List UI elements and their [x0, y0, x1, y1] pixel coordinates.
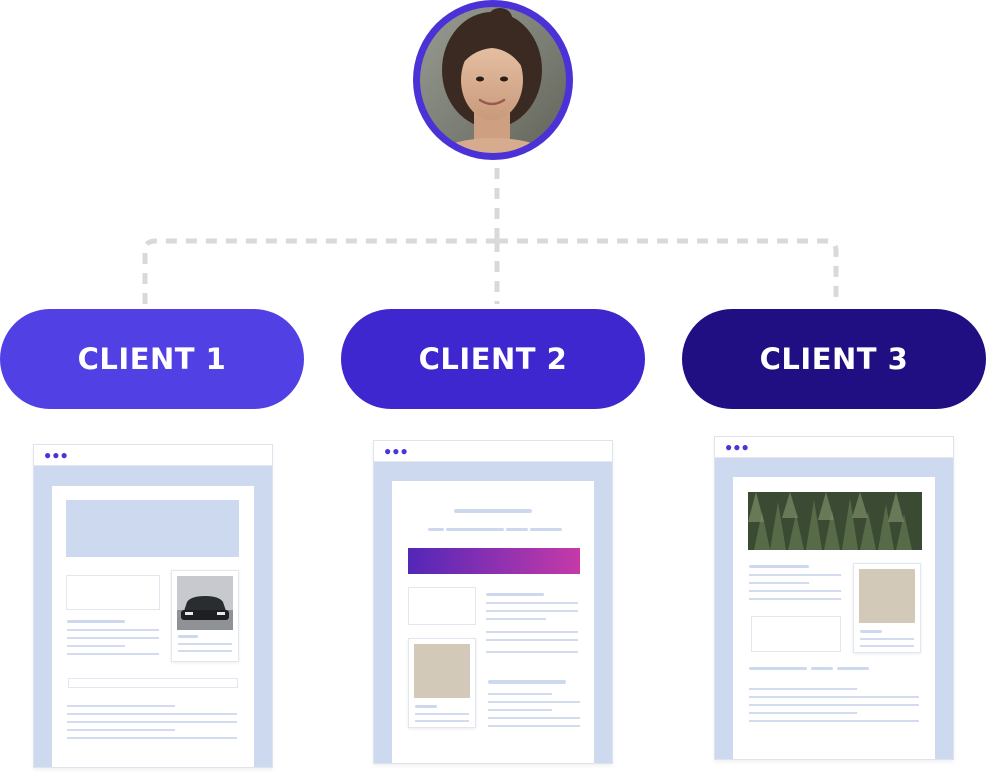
client-3-label: CLIENT 3	[759, 342, 909, 376]
client-2-button[interactable]: CLIENT 2	[341, 309, 645, 409]
car-image-icon	[177, 576, 233, 630]
client-2-label: CLIENT 2	[418, 342, 568, 376]
user-avatar-icon	[413, 0, 573, 160]
product-card	[171, 570, 239, 662]
image-placeholder	[859, 569, 915, 623]
gradient-banner	[408, 548, 580, 574]
button-placeholder	[68, 678, 238, 688]
text-placeholder-box	[66, 575, 160, 610]
image-placeholder	[414, 644, 470, 698]
window-dots-icon: ●●●	[44, 448, 69, 462]
text-placeholder-box	[751, 616, 841, 652]
window-bar: ●●●	[34, 445, 272, 466]
client-1-label: CLIENT 1	[77, 342, 227, 376]
window-dots-icon: ●●●	[725, 440, 750, 454]
product-card	[408, 638, 476, 728]
window-bar: ●●●	[374, 441, 612, 462]
forest-image-icon	[748, 492, 922, 550]
window-dots-icon: ●●●	[384, 444, 409, 458]
text-placeholder-box	[408, 587, 476, 625]
hero-placeholder	[66, 500, 239, 557]
client-2-email-mockup: ●●●	[373, 440, 613, 764]
client-3-button[interactable]: CLIENT 3	[682, 309, 986, 409]
connector-branch-3	[497, 238, 839, 304]
window-bar: ●●●	[715, 437, 953, 458]
product-card	[853, 563, 921, 653]
client-1-email-mockup: ●●●	[33, 444, 273, 768]
client-1-button[interactable]: CLIENT 1	[0, 309, 304, 409]
client-3-email-mockup: ●●●	[714, 436, 954, 760]
connector-branch-1	[142, 238, 497, 304]
